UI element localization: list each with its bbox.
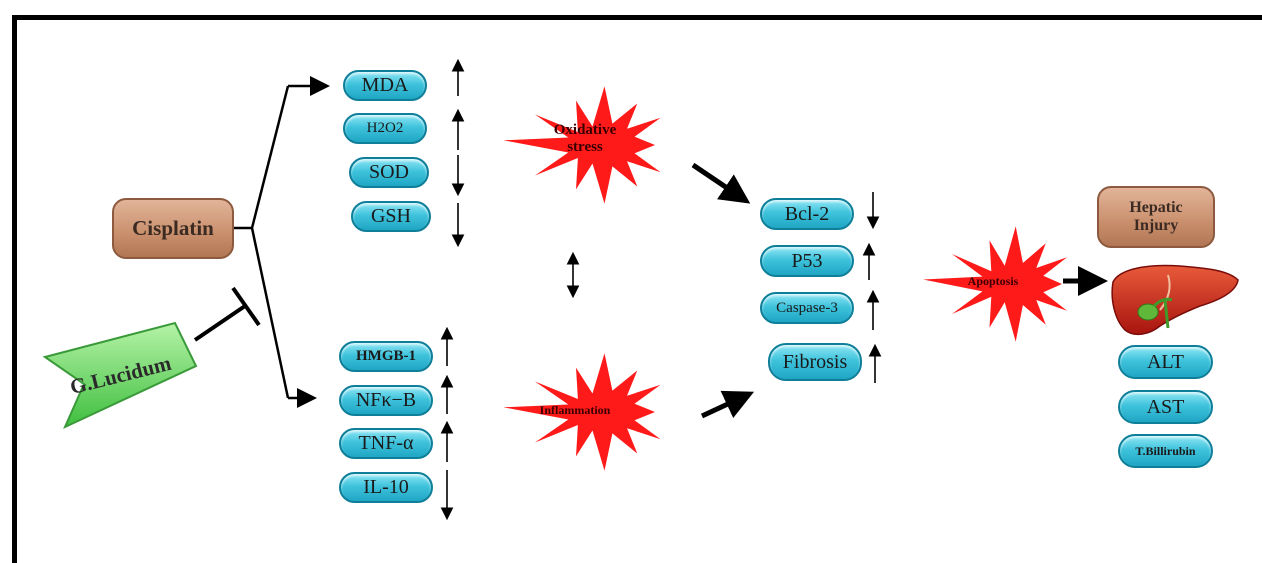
diagram-frame — [12, 15, 1262, 563]
apoptosis-star — [923, 226, 1068, 342]
marker-nfkb: NFκ−B — [339, 385, 433, 416]
marker-h2o2: H2O2 — [343, 113, 427, 144]
marker-hmgb1: HMGB-1 — [339, 341, 433, 372]
cisplatin-box: Cisplatin — [112, 198, 234, 259]
inhibition-symbol — [193, 286, 261, 342]
liver-icon — [1111, 264, 1239, 336]
oxidative-stress-star — [503, 86, 661, 204]
marker-sod: SOD — [349, 157, 429, 188]
marker-bcl2: Bcl-2 — [760, 198, 854, 230]
inflammation-label: Inflammation — [539, 403, 611, 417]
marker-alt: ALT — [1118, 345, 1213, 379]
marker-t-billirubin: T.Billirubin — [1118, 434, 1213, 468]
apoptosis-label: Apoptosis — [967, 274, 1019, 288]
marker-ast: AST — [1118, 390, 1213, 424]
marker-tnf-alpha: TNF-α — [339, 428, 433, 459]
apoptosis-change-arrows — [862, 192, 882, 383]
cisplatin-label: Cisplatin — [132, 216, 214, 240]
marker-fibrosis: Fibrosis — [768, 343, 862, 381]
marker-mda: MDA — [343, 70, 427, 101]
marker-caspase3: Caspase-3 — [760, 292, 854, 324]
g-lucidum-shape — [42, 321, 198, 430]
hepatic-injury-label: Hepatic Injury — [1129, 198, 1183, 234]
inflammation-star — [503, 353, 661, 471]
oxidative-stress-label: Oxidative stress — [553, 122, 617, 155]
marker-p53: P53 — [760, 245, 854, 277]
marker-gsh: GSH — [351, 201, 431, 232]
marker-il10: IL-10 — [339, 472, 433, 503]
process-to-apoptosis-arrows — [691, 162, 1108, 419]
cisplatin-branches — [234, 76, 330, 408]
hepatic-injury-box: Hepatic Injury — [1097, 186, 1215, 248]
